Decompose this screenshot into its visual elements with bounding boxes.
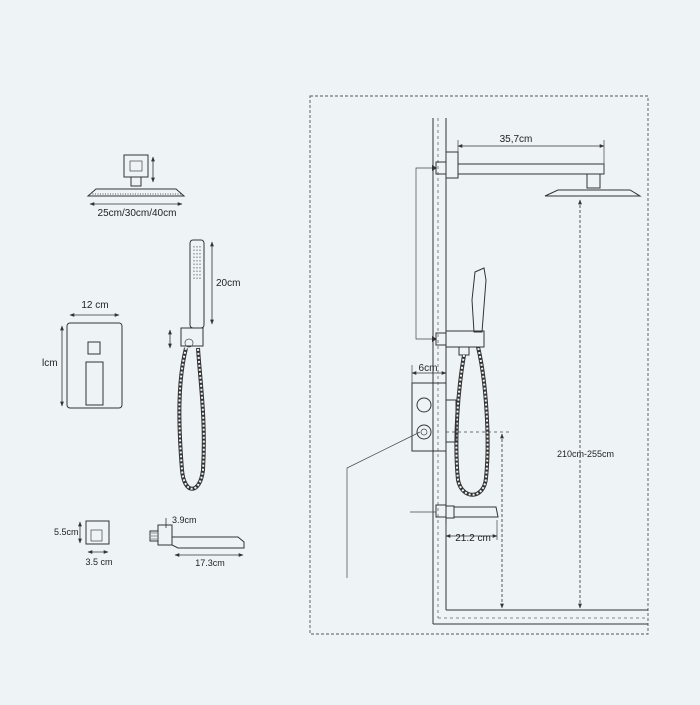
hand-shower-height-label: 20cm [216, 278, 240, 289]
spout-length-label: 17.3cm [195, 558, 225, 568]
small-fitting-view: 5.5cm 3.5 cm [54, 520, 113, 567]
installation-height-label: 210cm-255cm [557, 449, 614, 459]
spout-projection-label: 21.2 cm [455, 533, 491, 544]
valve-height-label: lcm [42, 358, 58, 369]
valve-depth-label: 6cm [419, 363, 438, 374]
tub-spout-view: 3.9cm 17.3cm [149, 515, 245, 568]
valve-plate-view: 12 cm lcm [42, 300, 123, 409]
valve-width-label: 12 cm [81, 300, 108, 311]
shower-head-side-view: 25cm/30cm/40cm [86, 154, 186, 219]
installation-view: 35,7cm 6cm 21.2 cm 210cm-25 [309, 95, 649, 635]
spout-height-label: 3.9cm [172, 515, 197, 525]
hand-shower-view: 20cm [168, 239, 240, 491]
shower-head-sizes-label: 25cm/30cm/40cm [98, 208, 177, 219]
small-height-label: 5.5cm [54, 527, 79, 537]
arm-length-label: 35,7cm [500, 134, 533, 145]
small-width-label: 3.5 cm [85, 557, 112, 567]
